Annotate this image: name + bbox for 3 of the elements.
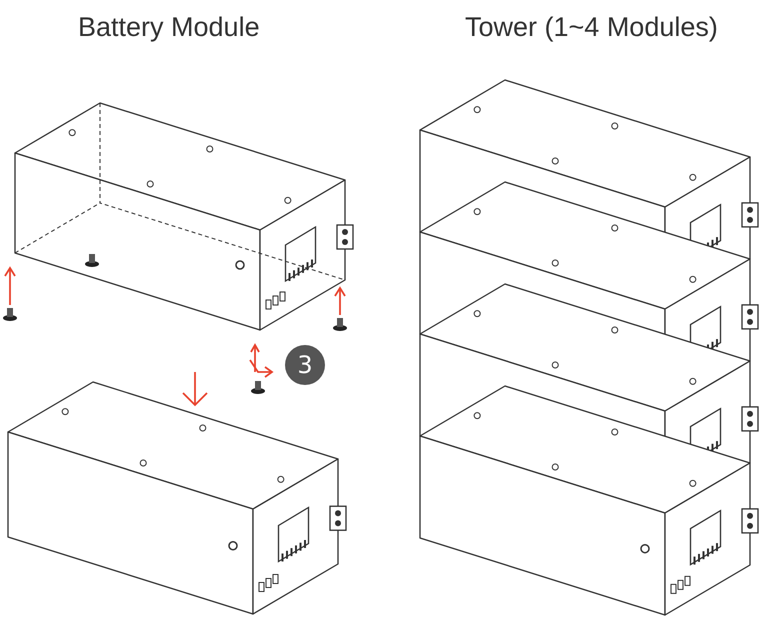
heading: Battery Module (78, 12, 260, 43)
step-number: 3 (285, 345, 325, 385)
heading: Tower (1~4 Modules) (465, 12, 718, 43)
